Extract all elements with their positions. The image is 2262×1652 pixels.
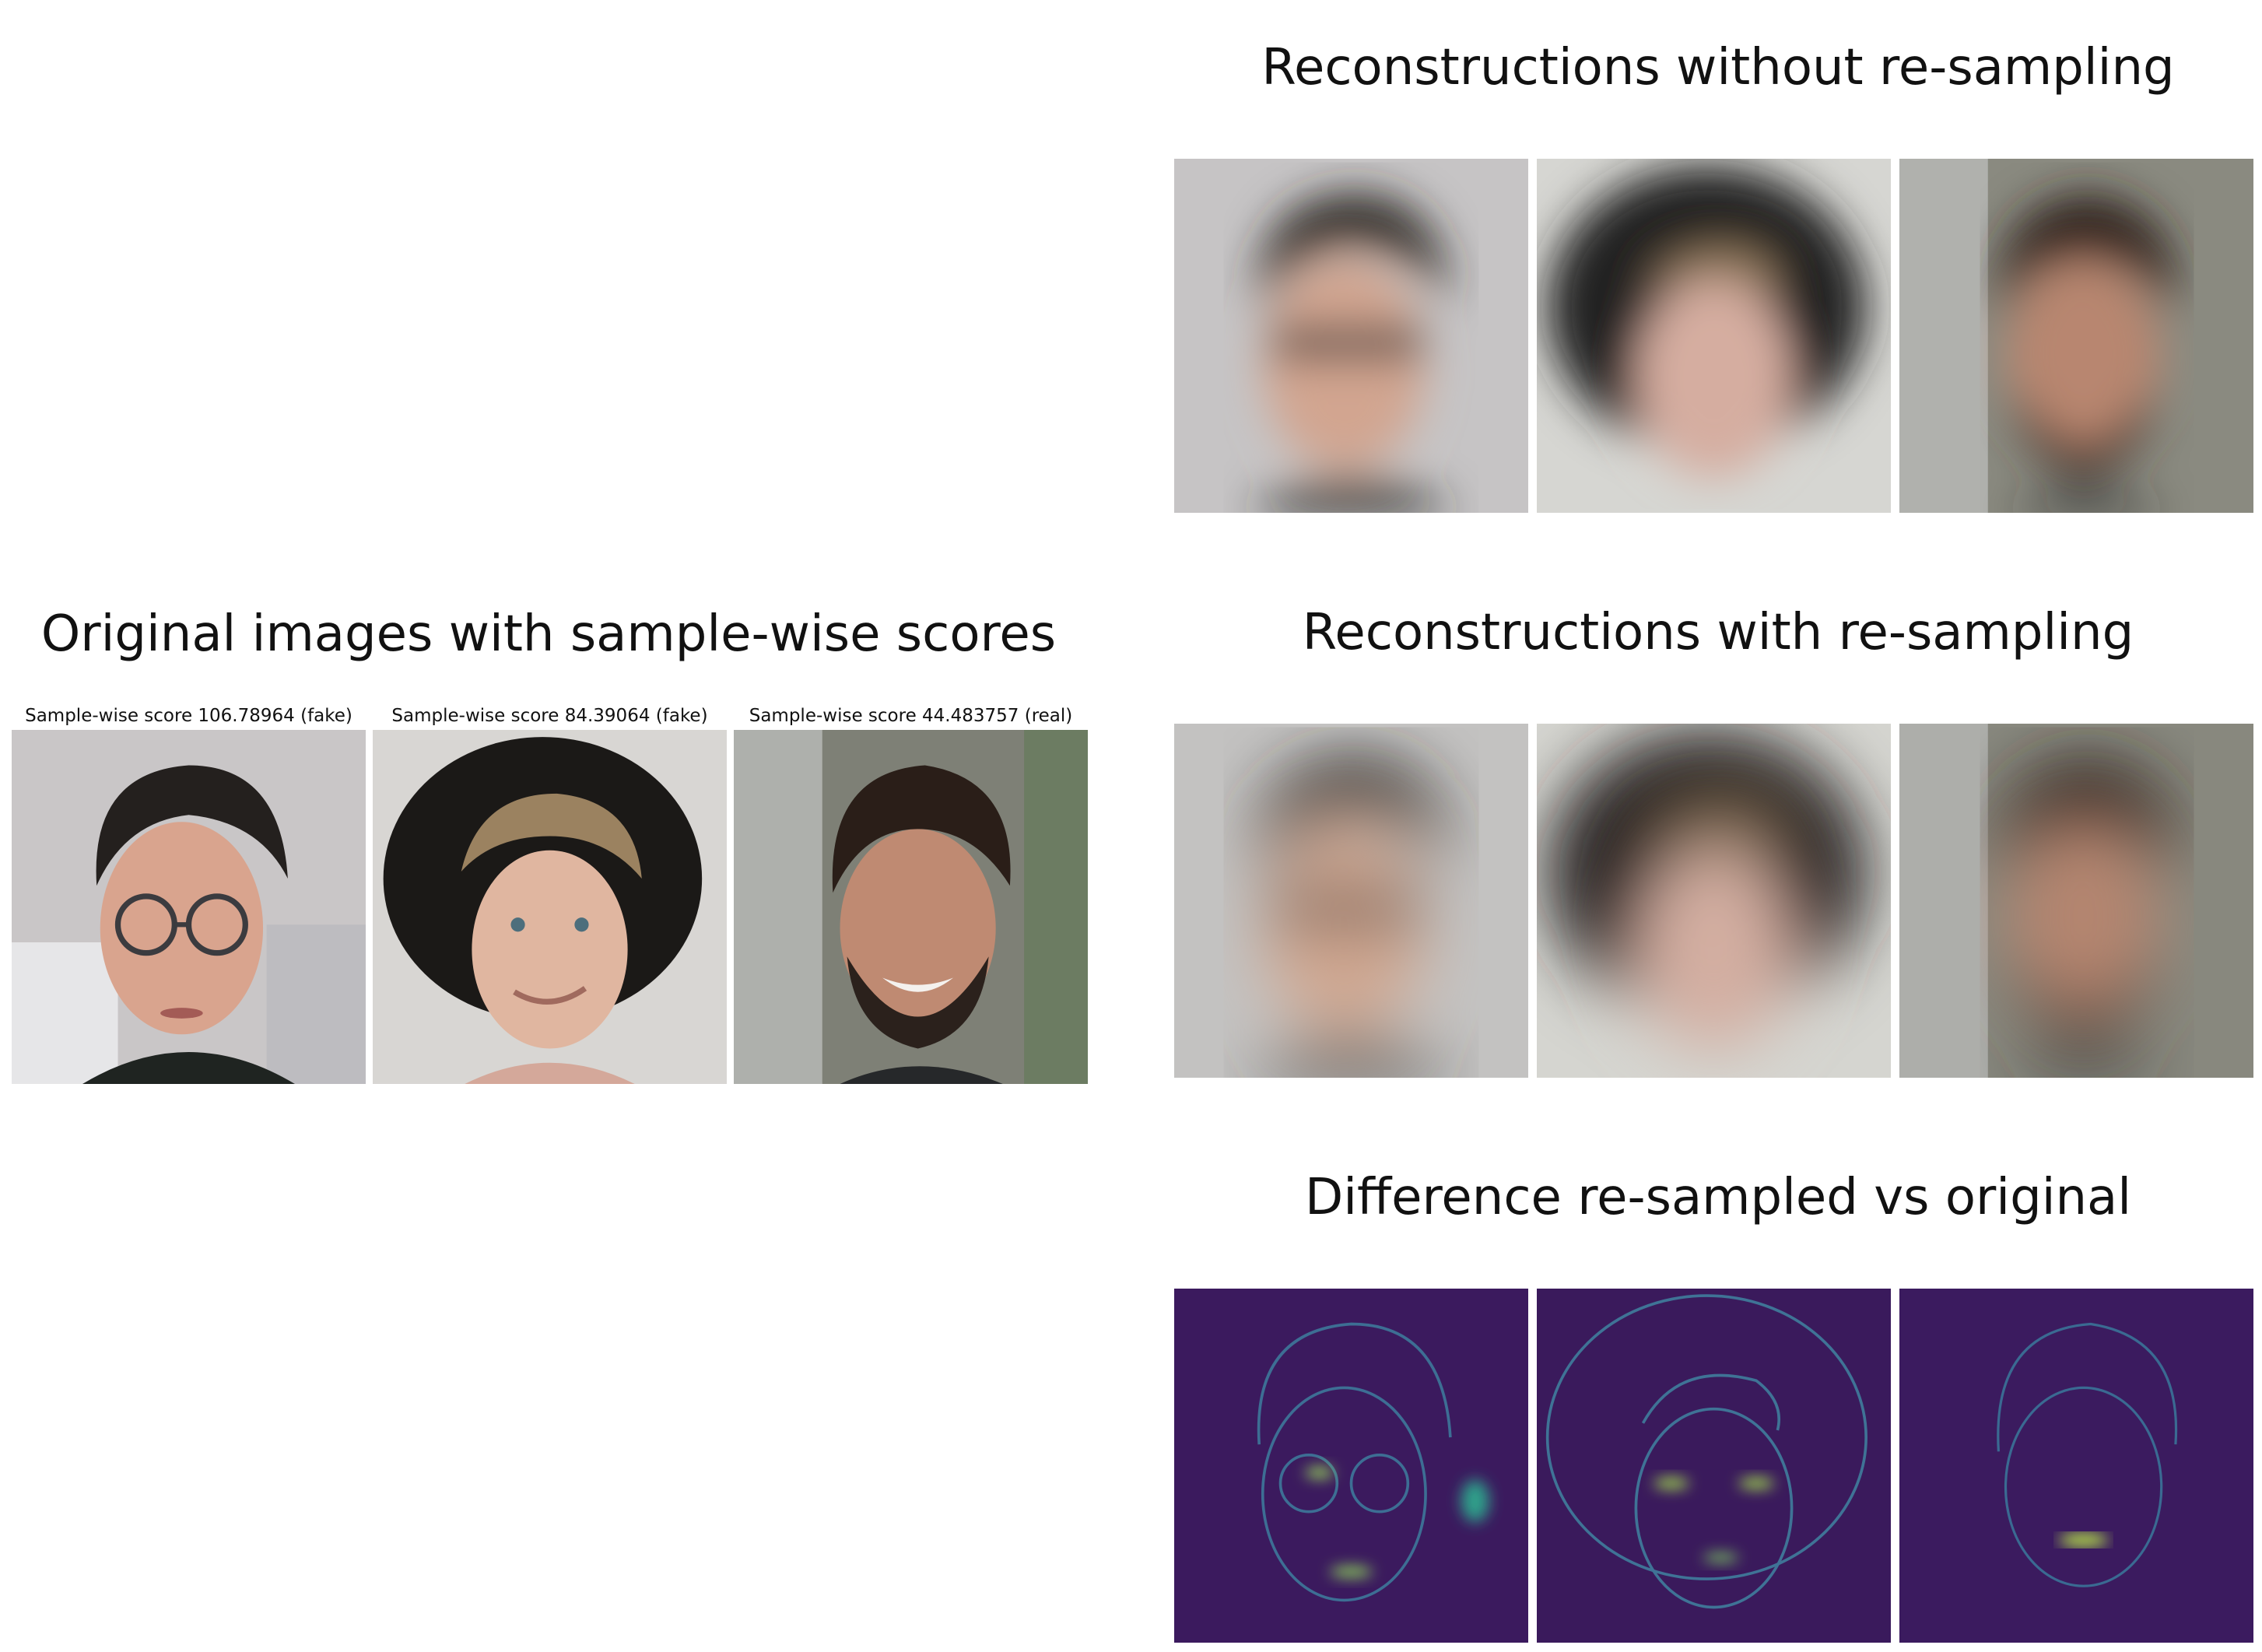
reconstruction-no-resample-3	[1899, 159, 2253, 513]
original-image-curly-hat	[373, 730, 727, 1084]
without-resampling-title: Reconstructions without re-sampling	[1261, 39, 2175, 96]
original-image-bearded-man	[734, 730, 1088, 1084]
original-caption-2: Sample-wise score 84.39064 (fake)	[391, 706, 708, 726]
original-caption-1: Sample-wise score 106.78964 (fake)	[25, 706, 352, 726]
reconstruction-resample-2	[1537, 724, 1891, 1078]
reconstruction-no-resample-1	[1174, 159, 1528, 513]
difference-map-3	[1899, 1289, 2253, 1643]
original-image-man-glasses	[12, 730, 366, 1084]
with-resampling-title: Reconstructions with re-sampling	[1302, 604, 2134, 661]
difference-map-1	[1174, 1289, 1528, 1643]
original-images-title: Original images with sample-wise scores	[40, 605, 1057, 663]
difference-title: Difference re-sampled vs original	[1304, 1169, 2132, 1226]
reconstruction-no-resample-2	[1537, 159, 1891, 513]
reconstruction-resample-3	[1899, 724, 2253, 1078]
reconstruction-resample-1	[1174, 724, 1528, 1078]
difference-map-2	[1537, 1289, 1891, 1643]
original-caption-3: Sample-wise score 44.483757 (real)	[749, 706, 1073, 726]
